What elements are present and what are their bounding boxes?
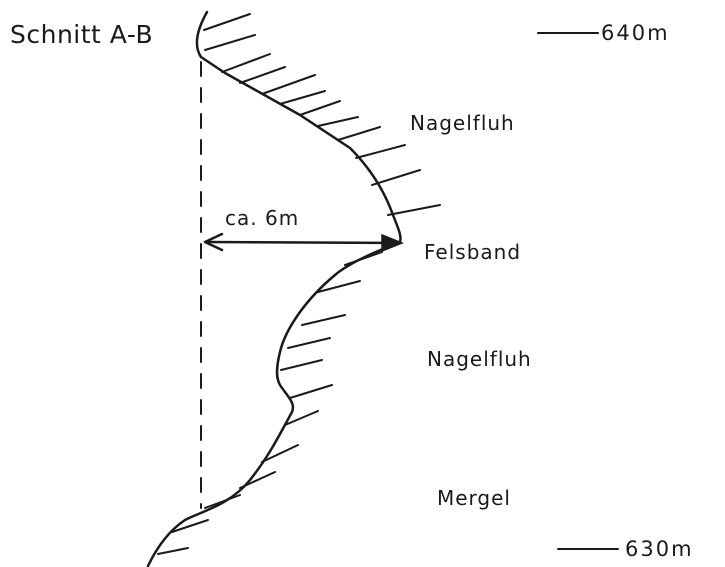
elevation-bottom-label: 630m <box>625 537 694 561</box>
distance-arrow-right-head <box>381 233 405 253</box>
elevation-top-label: 640m <box>601 21 670 45</box>
section-title: Schnitt A-B <box>10 20 153 49</box>
distance-arrow-left-head <box>203 232 224 252</box>
distance-label: ca. 6m <box>225 206 299 230</box>
upper-slope-hachures <box>203 13 441 216</box>
cliff-profile-line <box>146 10 402 567</box>
layer-label-band: Felsband <box>424 240 521 264</box>
distance-arrow-line <box>204 240 396 245</box>
layer-label-middle: Nagelfluh <box>427 347 532 371</box>
layer-label-upper: Nagelfluh <box>410 111 515 135</box>
lower-slope-hachures <box>157 444 299 555</box>
middle-slope-hachures <box>280 251 383 426</box>
layer-label-lower: Mergel <box>437 486 511 510</box>
